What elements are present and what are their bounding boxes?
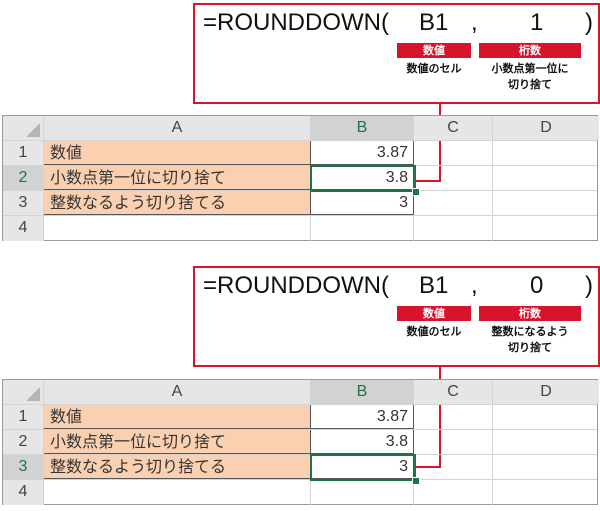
active-cell-border <box>310 165 416 192</box>
cell-c2[interactable] <box>414 430 493 454</box>
cell-b2[interactable]: 3.8 <box>311 430 414 454</box>
select-all-corner[interactable] <box>3 116 44 140</box>
formula-comma: , <box>471 9 478 36</box>
column-header-b[interactable]: B <box>311 116 414 140</box>
cell-d4[interactable] <box>493 480 599 505</box>
cell-d3[interactable] <box>493 455 599 479</box>
cell-c4[interactable] <box>414 216 493 241</box>
desc-number: 数値のセル <box>406 62 462 75</box>
column-header-d[interactable]: D <box>493 380 599 404</box>
table-row: 2 小数点第一位に切り捨て 3.8 <box>3 430 597 455</box>
row-header[interactable]: 1 <box>3 405 44 429</box>
spreadsheet-2: A B C D 1 数値 3.87 2 小数点第一位に切り捨て 3.8 3 整数… <box>2 379 599 505</box>
cell-d2[interactable] <box>493 430 599 454</box>
cell-a4[interactable] <box>44 216 311 241</box>
row-header[interactable]: 3 <box>3 191 44 215</box>
cell-c4[interactable] <box>414 480 493 505</box>
cell-d1[interactable] <box>493 405 599 429</box>
select-all-triangle-icon <box>26 123 40 137</box>
cell-a2[interactable]: 小数点第一位に切り捨て <box>44 166 311 190</box>
tag-number: 数値 <box>397 306 471 321</box>
spreadsheet-1: A B C D 1 数値 3.87 2 小数点第一位に切り捨て 3.8 3 整数… <box>2 115 599 241</box>
connector-horizontal-2 <box>413 466 441 468</box>
column-header-d[interactable]: D <box>493 116 599 140</box>
cell-b1[interactable]: 3.87 <box>311 141 414 165</box>
cell-c1[interactable] <box>414 405 493 429</box>
table-row: 1 数値 3.87 <box>3 141 597 166</box>
tag-number: 数値 <box>397 43 471 58</box>
cell-b3[interactable]: 3 <box>311 191 414 215</box>
cell-d1[interactable] <box>493 141 599 165</box>
table-row: 3 整数なるよう切り捨てる 3 <box>3 191 597 216</box>
formula-arg2: 1 <box>530 9 544 36</box>
desc-number: 数値のセル <box>406 325 462 338</box>
formula-comma: , <box>471 272 478 299</box>
formula-callout-1: =ROUNDDOWN( B1 , 1 ) 数値 桁数 数値のセル 小数点第一位に… <box>193 3 600 104</box>
cell-c1[interactable] <box>414 141 493 165</box>
desc-digits-1: 整数になるよう <box>491 325 569 338</box>
table-row: 3 整数なるよう切り捨てる 3 <box>3 455 597 480</box>
cell-b1[interactable]: 3.87 <box>311 405 414 429</box>
table-row: 2 小数点第一位に切り捨て 3.8 <box>3 166 597 191</box>
connector-vertical-1 <box>439 104 441 182</box>
column-header-a[interactable]: A <box>44 380 311 404</box>
connector-vertical-2 <box>439 367 441 467</box>
select-all-triangle-icon <box>26 387 40 401</box>
cell-b4[interactable] <box>311 480 414 505</box>
tag-digits: 桁数 <box>479 306 581 321</box>
formula-close: ) <box>585 272 593 299</box>
table-row: 4 <box>3 480 597 505</box>
row-header[interactable]: 2 <box>3 430 44 454</box>
row-header[interactable]: 4 <box>3 480 44 505</box>
column-header-row: A B C D <box>3 380 599 405</box>
desc-digits-2: 切り捨て <box>508 78 552 91</box>
select-all-corner[interactable] <box>3 380 44 404</box>
row-header[interactable]: 1 <box>3 141 44 165</box>
cell-a4[interactable] <box>44 480 311 505</box>
cell-b2[interactable]: 3.8 <box>311 166 414 190</box>
cell-c2[interactable] <box>414 166 493 190</box>
tag-digits: 桁数 <box>479 43 581 58</box>
desc-digits-1: 小数点第一位に <box>491 62 569 75</box>
column-header-c[interactable]: C <box>414 380 493 404</box>
cell-a2[interactable]: 小数点第一位に切り捨て <box>44 430 311 454</box>
formula-arg1: B1 <box>419 9 449 36</box>
row-header[interactable]: 2 <box>3 166 44 190</box>
formula-fn: =ROUNDDOWN( <box>203 272 389 299</box>
column-header-b[interactable]: B <box>311 380 414 404</box>
formula-close: ) <box>585 9 593 36</box>
connector-horizontal-1 <box>413 180 441 182</box>
cell-d4[interactable] <box>493 216 599 241</box>
row-header[interactable]: 4 <box>3 216 44 241</box>
cell-d2[interactable] <box>493 166 599 190</box>
cell-b3[interactable]: 3 <box>311 455 414 479</box>
cell-a1[interactable]: 数値 <box>44 141 311 165</box>
formula-fn: =ROUNDDOWN( <box>203 9 389 36</box>
fill-handle[interactable] <box>412 188 420 196</box>
formula-arg1: B1 <box>419 272 449 299</box>
row-header[interactable]: 3 <box>3 455 44 479</box>
cell-a1[interactable]: 数値 <box>44 405 311 429</box>
formula-arg2: 0 <box>530 272 544 299</box>
cell-a3[interactable]: 整数なるよう切り捨てる <box>44 455 311 479</box>
table-row: 1 数値 3.87 <box>3 405 597 430</box>
desc-digits-2: 切り捨て <box>508 341 552 354</box>
cell-d3[interactable] <box>493 191 599 215</box>
active-cell-border <box>310 454 416 481</box>
cell-a3[interactable]: 整数なるよう切り捨てる <box>44 191 311 215</box>
cell-c3[interactable] <box>414 191 493 215</box>
column-header-c[interactable]: C <box>414 116 493 140</box>
formula-callout-2: =ROUNDDOWN( B1 , 0 ) 数値 桁数 数値のセル 整数になるよう… <box>193 266 600 367</box>
cell-b4[interactable] <box>311 216 414 241</box>
cell-c3[interactable] <box>414 455 493 479</box>
column-header-a[interactable]: A <box>44 116 311 140</box>
fill-handle[interactable] <box>412 477 420 485</box>
column-header-row: A B C D <box>3 116 599 141</box>
table-row: 4 <box>3 216 597 241</box>
